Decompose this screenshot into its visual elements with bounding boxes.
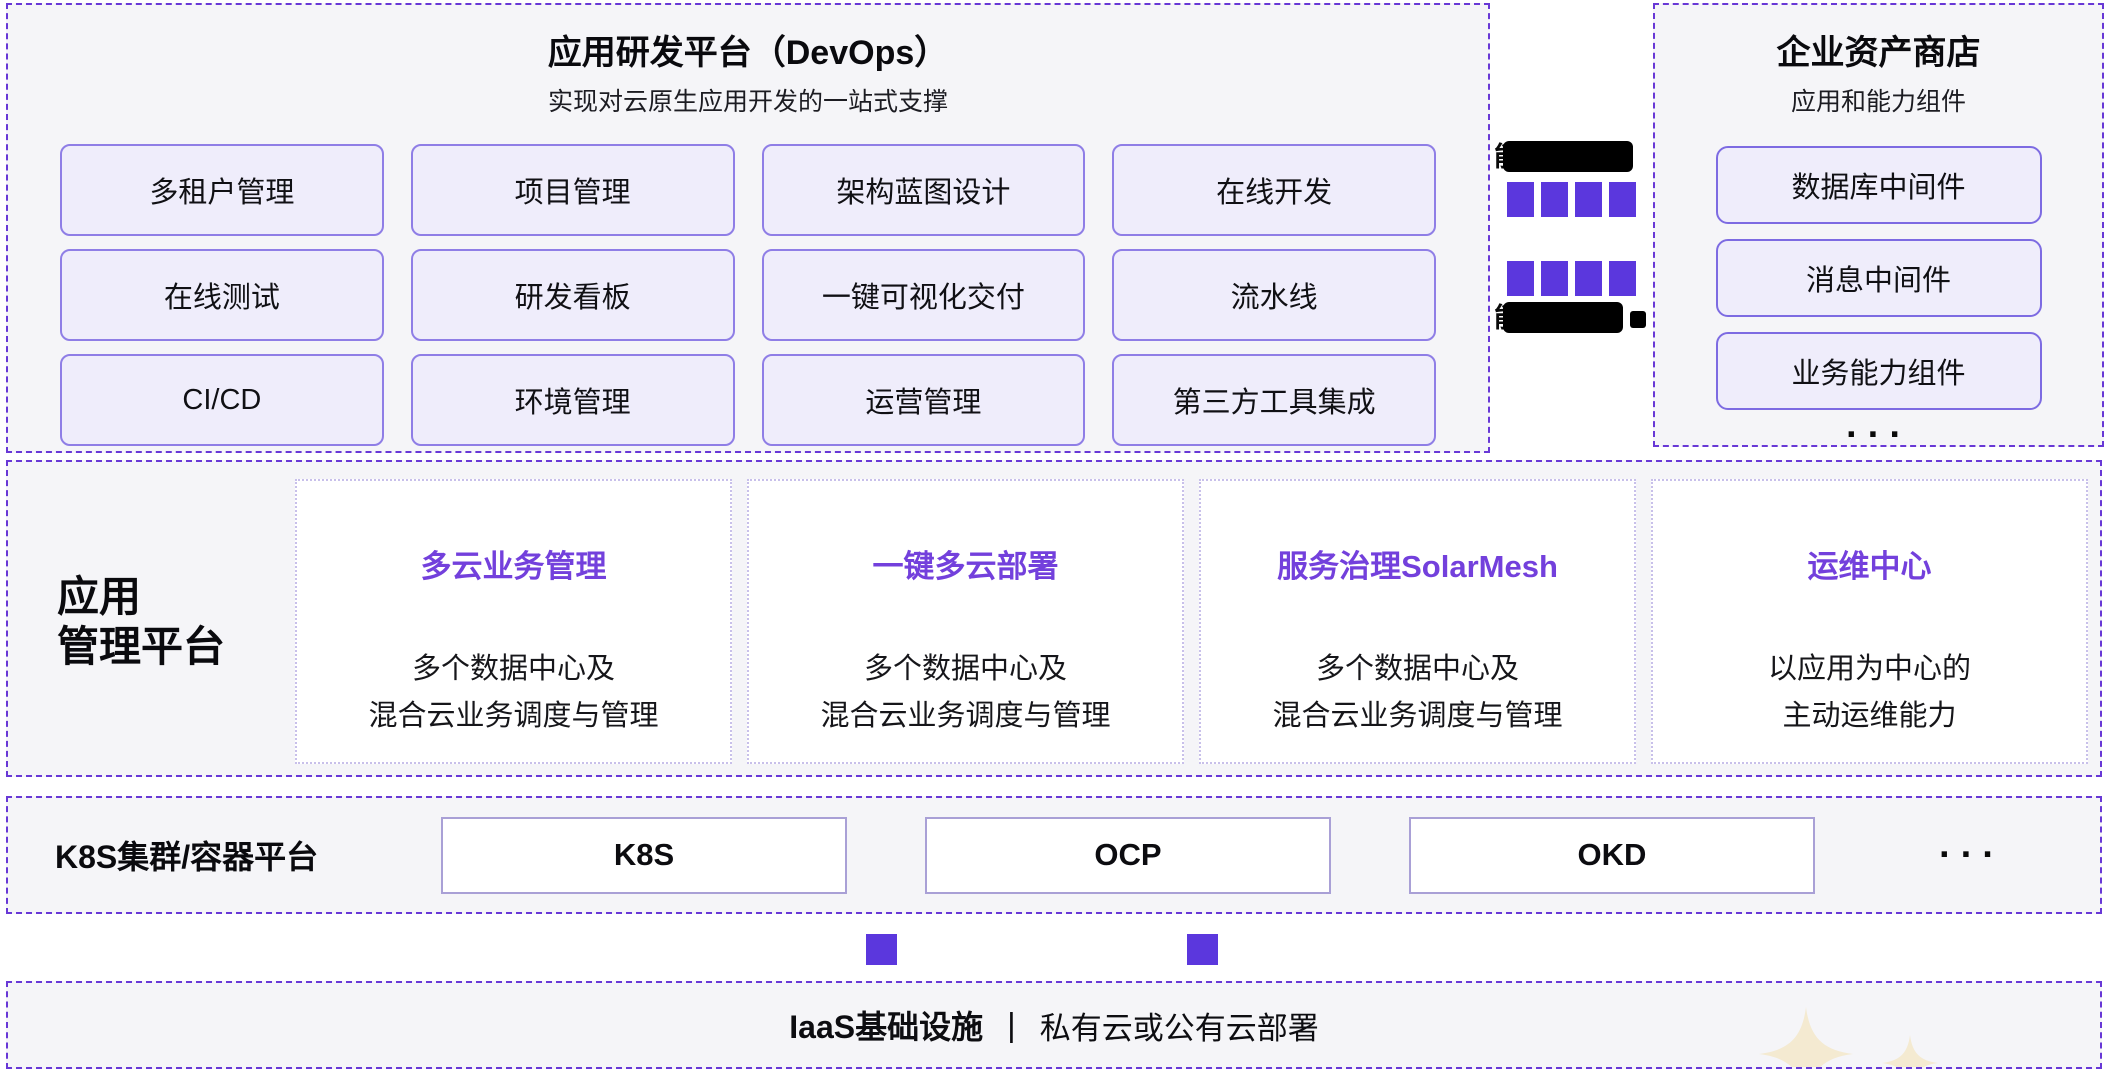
capability-label-bottom: 能 [1492,301,1652,335]
card-description: 多个数据中心及 混合云业务调度与管理 [1272,646,1562,740]
capability-label-top: 能 [1492,140,1652,174]
store-item-message-middleware: 消息中间件 [1715,239,2042,317]
pill-online-testing: 在线测试 [60,249,384,341]
app-management-card-row: 多云业务管理 多个数据中心及 混合云业务调度与管理 一键多云部署 多个数据中心及… [295,479,2088,764]
card-service-governance-solarmesh: 服务治理SolarMesh 多个数据中心及 混合云业务调度与管理 [1199,479,1636,764]
card-ops-center: 运维中心 以应用为中心的 主动运维能力 [1651,479,2088,764]
pill-multi-tenant-management: 多租户管理 [60,144,384,236]
card-desc-line: 混合云业务调度与管理 [1272,700,1563,732]
card-desc-line: 混合云业务调度与管理 [368,700,659,732]
asset-store-panel: 企业资产商店 应用和能力组件 数据库中间件 消息中间件 业务能力组件 ··· [1653,3,2104,454]
card-description: 多个数据中心及 混合云业务调度与管理 [368,646,658,740]
redaction-fragment [1630,311,1646,328]
vertical-connector-square [1187,934,1218,965]
arrow-square [1609,261,1636,296]
arrow-square [1541,182,1568,217]
okd-box: OKD [1409,816,1815,894]
devops-panel-subtitle: 实现对云原生应用开发的一站式支撑 [547,88,948,116]
arrow-square [1541,261,1568,296]
store-item-business-capability-component: 业务能力组件 [1715,332,2042,410]
redaction-bar-top [1503,141,1633,172]
pill-ci-cd: CI/CD [60,354,384,446]
k8s-panel-label: K8S集群/容器平台 [55,839,319,875]
app-management-panel: 应用 管理平台 多云业务管理 多个数据中心及 混合云业务调度与管理 一键多云部署… [6,460,2102,777]
arrow-square [1575,182,1602,217]
vertical-connector-square [866,934,897,965]
arrow-squares-row-1 [1507,182,1652,217]
sparkle-decoration-large [1759,1007,1853,1067]
pill-online-development: 在线开发 [1112,144,1436,236]
devops-feature-grid: 多租户管理 项目管理 架构蓝图设计 在线开发 在线测试 研发看板 一键可视化交付… [60,144,1436,446]
card-desc-line: 多个数据中心及 [1315,653,1519,685]
store-item-list: 数据库中间件 消息中间件 业务能力组件 [1715,146,2042,410]
pill-architecture-blueprint-design: 架构蓝图设计 [761,144,1086,236]
devops-panel-title: 应用研发平台（DevOps） [547,34,949,72]
iaas-panel: IaaS基础设施 | 私有云或公有云部署 [6,981,2102,1069]
store-panel-subtitle: 应用和能力组件 [1790,88,1966,116]
capability-connector: 能 能 [1492,140,1652,335]
redaction-bar-bottom [1503,302,1623,333]
arrow-squares-row-2 [1507,261,1652,296]
sparkle-decoration-small [1882,1035,1938,1067]
card-one-click-multicloud-deploy: 一键多云部署 多个数据中心及 混合云业务调度与管理 [747,479,1184,764]
card-title: 运维中心 [1807,549,1932,584]
card-desc-line: 多个数据中心及 [411,653,615,685]
arrow-square [1575,261,1602,296]
k8s-container-panel: K8S集群/容器平台 K8S OCP OKD ··· [6,796,2102,914]
iaas-row: IaaS基础设施 | 私有云或公有云部署 [8,983,2100,1067]
app-management-label: 应用 管理平台 [57,572,225,672]
store-more-ellipsis: ··· [1846,414,1911,456]
iaas-separator: | [1007,1006,1016,1043]
pill-project-management: 项目管理 [410,144,735,236]
pill-third-party-tool-integration: 第三方工具集成 [1112,354,1436,446]
card-desc-line: 以应用为中心的 [1767,653,1971,685]
app-management-label-line1: 应用 [57,573,142,620]
iaas-deploy-text: 私有云或公有云部署 [1039,1010,1319,1046]
card-description: 多个数据中心及 混合云业务调度与管理 [820,646,1110,740]
k8s-box: K8S [441,816,847,894]
devops-platform-panel: 应用研发平台（DevOps） 实现对云原生应用开发的一站式支撑 多租户管理 项目… [6,3,1490,453]
pill-environment-management: 环境管理 [410,354,735,446]
arrow-square [1609,182,1636,217]
app-management-label-line2: 管理平台 [57,623,226,670]
k8s-row: K8S集群/容器平台 K8S OCP OKD ··· [8,798,2100,912]
card-title: 一键多云部署 [872,549,1059,584]
pill-pipeline: 流水线 [1112,249,1436,341]
pill-dev-kanban: 研发看板 [410,249,735,341]
pill-operations-management: 运营管理 [761,354,1086,446]
store-panel-title: 企业资产商店 [1776,34,1981,72]
card-description: 以应用为中心的 主动运维能力 [1768,646,1971,740]
iaas-label: IaaS基础设施 [789,1009,984,1045]
card-multicloud-business-mgmt: 多云业务管理 多个数据中心及 混合云业务调度与管理 [295,479,732,764]
card-desc-line: 混合云业务调度与管理 [820,700,1111,732]
arrow-square [1507,182,1534,217]
k8s-more-ellipsis: ··· [1939,834,2004,876]
card-desc-line: 主动运维能力 [1782,700,1957,732]
store-item-database-middleware: 数据库中间件 [1715,146,2042,224]
arrow-square [1507,261,1534,296]
pill-one-click-visual-delivery: 一键可视化交付 [761,249,1086,341]
card-desc-line: 多个数据中心及 [863,653,1067,685]
card-title: 多云业务管理 [420,549,607,584]
card-title: 服务治理SolarMesh [1277,549,1558,584]
ocp-box: OCP [925,816,1331,894]
